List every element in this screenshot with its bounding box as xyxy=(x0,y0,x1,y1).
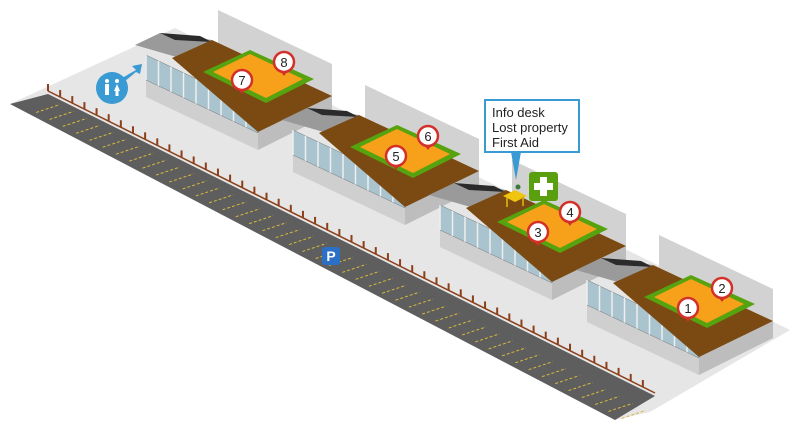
marker-8[interactable]: 8 xyxy=(272,50,296,76)
parking-space-line xyxy=(342,263,367,273)
parking-space-line xyxy=(368,277,394,287)
parking-space-line xyxy=(75,124,101,134)
marker-circle xyxy=(710,276,734,300)
info-desk-icon xyxy=(503,184,527,207)
marker-2[interactable]: 2 xyxy=(710,276,734,302)
callout-line-lost-property: Lost property xyxy=(492,120,568,135)
marker-label: 4 xyxy=(566,205,573,220)
parking-space-line xyxy=(555,375,580,385)
parking-space-line xyxy=(195,187,221,197)
marker-circle xyxy=(416,124,440,148)
parking-space-line xyxy=(169,173,194,183)
court xyxy=(507,204,597,248)
marker-circle xyxy=(526,220,550,244)
parking-space-line xyxy=(448,319,473,329)
parking-space-line xyxy=(541,368,567,378)
stairs xyxy=(601,258,653,267)
marker-7[interactable]: 7 xyxy=(230,68,254,94)
parking-space-line xyxy=(528,361,553,371)
stairs xyxy=(307,108,359,117)
building-1 xyxy=(576,235,773,375)
marker-3[interactable]: 3 xyxy=(526,220,550,246)
marker-label: 8 xyxy=(280,55,287,70)
parking-label: P xyxy=(326,248,335,264)
parking-space-line xyxy=(235,208,260,218)
restroom-icon[interactable] xyxy=(96,64,142,104)
parking-space-line xyxy=(475,333,500,343)
parking-space-line xyxy=(302,243,327,252)
parking-space-line xyxy=(488,340,513,350)
parking-space-line xyxy=(129,152,154,162)
parking-space-line xyxy=(222,201,247,211)
parking-space-line xyxy=(102,138,127,148)
parking-space-line xyxy=(568,382,593,392)
callout-line-first-aid: First Aid xyxy=(492,135,539,150)
marker-circle xyxy=(558,200,582,224)
parking-space-line xyxy=(355,270,380,280)
parking-space-line xyxy=(461,326,487,336)
parking-space-line xyxy=(382,284,407,294)
parking-space-line xyxy=(621,409,646,419)
parking-space-line xyxy=(421,305,447,315)
marker-label: 3 xyxy=(534,225,541,240)
marker-circle xyxy=(272,50,296,74)
parking-icon[interactable]: P xyxy=(322,247,340,265)
stairs xyxy=(454,183,506,192)
parking-space-line xyxy=(155,166,181,176)
marker-1[interactable]: 1 xyxy=(676,296,700,322)
parking-space-line xyxy=(595,395,620,405)
marker-label: 7 xyxy=(238,73,245,88)
parking-space-line xyxy=(435,312,460,322)
parking-space-line xyxy=(288,236,314,246)
marker-5[interactable]: 5 xyxy=(384,144,408,170)
info-callout: Info desk Lost property First Aid xyxy=(484,99,580,153)
parking-space-line xyxy=(515,354,540,364)
parking-space-line xyxy=(395,291,420,301)
side-wall xyxy=(699,321,773,375)
marker-4[interactable]: 4 xyxy=(558,200,582,226)
fence xyxy=(47,84,656,394)
parking-lines xyxy=(35,104,646,419)
marker-circle xyxy=(230,68,254,92)
parking-space-line xyxy=(35,104,61,113)
marker-circle xyxy=(676,296,700,320)
parking-space-line xyxy=(182,180,207,190)
parking-space-line xyxy=(262,222,287,232)
parking-space-line xyxy=(209,194,234,204)
first-aid-icon[interactable] xyxy=(529,172,558,201)
stairs xyxy=(160,33,212,42)
marker-circle xyxy=(384,144,408,168)
parking-space-line xyxy=(408,298,433,308)
parking-space-line xyxy=(581,389,607,398)
court xyxy=(654,279,744,323)
callout-pointer xyxy=(511,152,521,180)
marker-label: 1 xyxy=(684,301,691,316)
parking-space-line xyxy=(62,117,87,127)
marker-6[interactable]: 6 xyxy=(416,124,440,150)
parking-space-line xyxy=(49,110,74,120)
parking-space-line xyxy=(248,215,274,225)
parking-space-line xyxy=(115,145,141,155)
marker-label: 5 xyxy=(392,149,399,164)
parking-space-line xyxy=(501,347,527,357)
marker-label: 6 xyxy=(424,129,431,144)
marker-label: 2 xyxy=(718,281,725,296)
parking-space-line xyxy=(275,229,300,239)
court xyxy=(213,54,303,98)
parking-space-line xyxy=(89,131,114,141)
callout-line-info-desk: Info desk xyxy=(492,105,545,120)
parking-space-line xyxy=(142,159,167,169)
parking-space-line xyxy=(328,256,354,266)
parking-space-line xyxy=(608,402,633,412)
